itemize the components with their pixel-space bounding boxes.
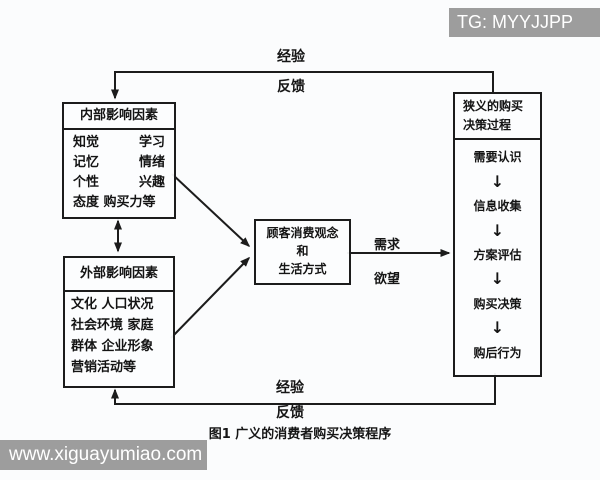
internal-factors-body: 知觉 学习 记忆 情绪 个性 兴趣 态度 购买力等 — [64, 130, 174, 213]
factor-label: 兴趣 — [138, 175, 165, 190]
step-alternative-evaluation: 方案评估 — [473, 247, 522, 262]
top-experience-label: 经验 — [277, 49, 305, 65]
step-post-purchase-behavior: 购后行为 — [473, 345, 522, 360]
bottom-feedback-connector — [111, 373, 496, 405]
external-factor-row: 群体 企业形象 — [71, 339, 154, 354]
decision-title-line: 狭义的购买 — [463, 99, 524, 113]
step-need-recognition: 需要认识 — [473, 150, 522, 165]
figure-caption: 图1 广义的消费者购买决策程序 — [208, 427, 392, 442]
external-to-center-arrow — [170, 256, 251, 339]
external-factors-body: 文化 人口状况 社会环境 家庭 群体 企业形象 营销活动等 — [65, 292, 173, 378]
internal-factor-row: 知觉 学习 — [73, 133, 165, 153]
decision-process-box: 狭义的购买 决策过程 需要认识 ↓ 信息收集 ↓ 方案评估 ↓ 购买决策 ↓ 购… — [453, 92, 542, 377]
internal-factor-row: 记忆 情绪 — [73, 153, 165, 173]
decision-steps: 需要认识 ↓ 信息收集 ↓ 方案评估 ↓ 购买决策 ↓ 购后行为 — [455, 140, 540, 370]
factor-label: 情绪 — [138, 155, 165, 170]
decision-process-title: 狭义的购买 决策过程 — [455, 94, 540, 140]
factor-label: 学习 — [138, 135, 165, 150]
demand-label: 需求 — [374, 238, 401, 253]
step-purchase-decision: 购买决策 — [473, 296, 522, 311]
concept-line: 和 — [296, 244, 309, 258]
internal-factors-title: 内部影响因素 — [64, 104, 174, 130]
step-information-search: 信息收集 — [473, 199, 522, 214]
external-factor-row: 营销活动等 — [71, 360, 137, 375]
consumption-concept-body: 顾客消费观念 和 生活方式 — [256, 221, 349, 278]
decision-title-line: 决策过程 — [463, 118, 512, 132]
concept-line: 顾客消费观念 — [266, 226, 339, 240]
top-feedback-connector — [111, 71, 494, 100]
watermark-top-right: TG: MYYJJPP — [449, 8, 600, 37]
factor-label: 知觉 — [73, 135, 100, 150]
top-feedback-label: 反馈 — [277, 79, 305, 95]
bottom-experience-label: 经验 — [276, 380, 304, 396]
watermark-bottom-left: www.xiguayumiao.com — [0, 440, 207, 470]
bottom-feedback-label: 反馈 — [276, 405, 304, 421]
factor-label: 记忆 — [73, 155, 100, 170]
internal-to-center-arrow — [171, 173, 251, 248]
internal-factor-row: 个性 兴趣 — [73, 173, 165, 193]
external-factors-title: 外部影响因素 — [65, 258, 173, 292]
arrow-down-icon: ↓ — [490, 171, 505, 191]
external-factor-row: 社会环境 家庭 — [71, 318, 154, 333]
consumption-concept-box: 顾客消费观念 和 生活方式 — [254, 219, 351, 285]
external-factors-box: 外部影响因素 文化 人口状况 社会环境 家庭 群体 企业形象 营销活动等 — [63, 256, 175, 388]
desire-label: 欲望 — [374, 272, 401, 287]
internal-factors-box: 内部影响因素 知觉 学习 记忆 情绪 个性 兴趣 态度 购买力等 — [62, 102, 176, 219]
external-factor-row: 文化 人口状况 — [71, 297, 154, 312]
concept-line: 生活方式 — [278, 262, 327, 276]
arrow-down-icon: ↓ — [490, 269, 505, 289]
arrow-down-icon: ↓ — [490, 318, 505, 338]
factor-label: 个性 — [73, 175, 100, 190]
arrow-down-icon: ↓ — [490, 220, 505, 240]
internal-factor-row: 态度 购买力等 — [73, 195, 156, 210]
